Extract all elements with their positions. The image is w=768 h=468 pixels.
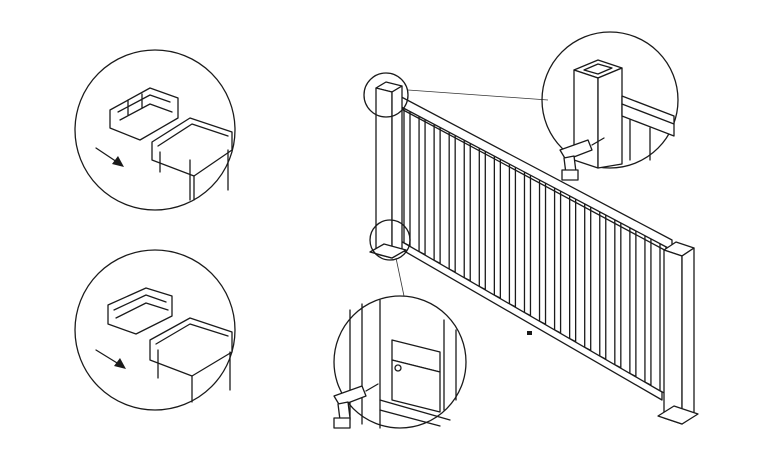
callout-leader-bottom (395, 257, 405, 297)
left-post (369, 81, 407, 259)
baluster (478, 147, 486, 291)
callout-circle-bottom (369, 219, 411, 261)
baluster (568, 195, 577, 343)
baluster (433, 123, 441, 264)
detail-circle-bottom-bracket (74, 249, 236, 411)
baluster (523, 171, 532, 317)
baluster (418, 115, 426, 256)
baluster (644, 235, 652, 386)
right-post (657, 241, 699, 425)
baluster (448, 131, 456, 273)
baluster (584, 203, 592, 351)
baluster (493, 155, 502, 299)
arrow-icon (95, 147, 124, 167)
callout-leader-top (407, 89, 549, 101)
baluster (629, 227, 637, 378)
drill-icon (559, 137, 605, 181)
railing-assembly (363, 72, 699, 425)
baluster (463, 139, 471, 282)
balusters (403, 107, 667, 395)
baluster (599, 211, 607, 360)
drill-icon (333, 383, 379, 429)
callout-circle-top (363, 72, 409, 118)
bracket-detail-icon (107, 287, 233, 403)
baluster (614, 219, 622, 369)
arrow-icon (95, 349, 126, 369)
baluster (538, 179, 547, 325)
baluster (403, 107, 411, 247)
screw-mark (527, 331, 532, 335)
bracket-detail-icon (109, 87, 233, 201)
baluster (553, 187, 562, 334)
detail-circle-top-post (541, 31, 679, 181)
detail-circle-bottom-post (333, 295, 467, 429)
baluster (508, 163, 517, 308)
detail-circle-top-bracket (74, 49, 236, 211)
